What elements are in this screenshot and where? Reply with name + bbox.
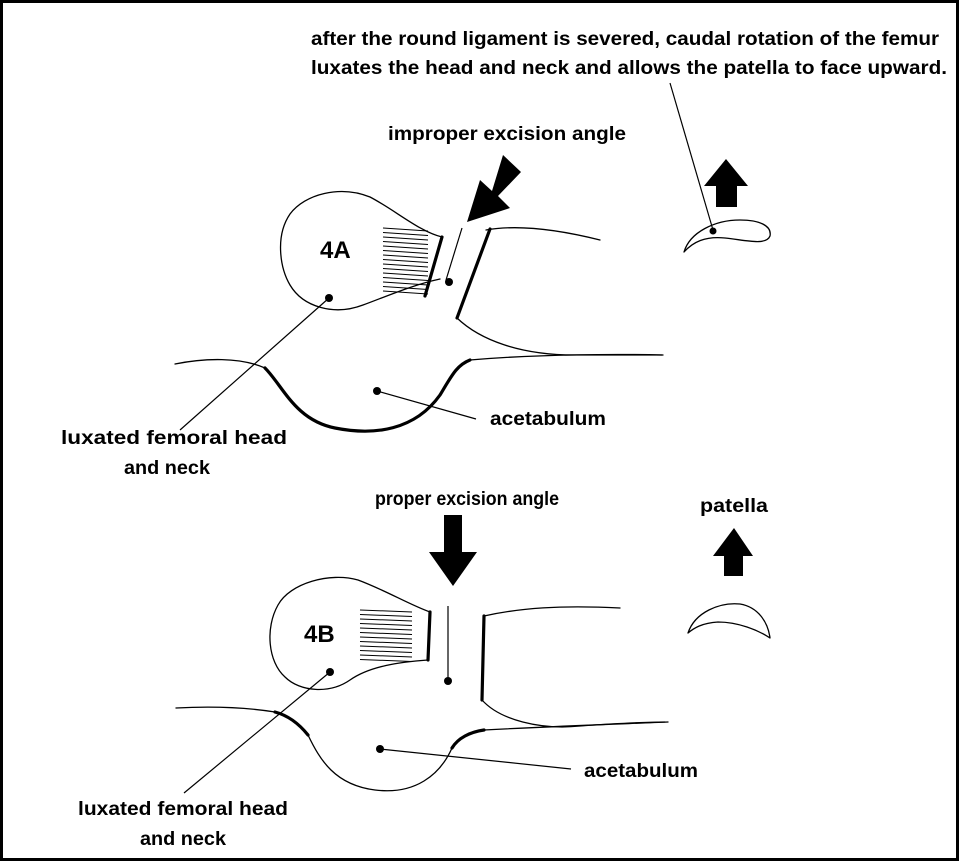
top-note-line-2: luxates the head and neck and allows the… bbox=[311, 58, 947, 79]
panel-4a: improper excision angle 4A acetabulum lu… bbox=[61, 124, 770, 479]
hatch-stroke bbox=[360, 637, 412, 639]
panel-4b-patella-label: patella bbox=[700, 496, 768, 517]
panel-4b-femoral-label-line-2: and neck bbox=[140, 829, 226, 850]
panel-4a-id-label: 4A bbox=[320, 237, 351, 264]
hatch-stroke bbox=[360, 610, 412, 612]
panel-4b-femur-shaft-outline bbox=[484, 607, 620, 616]
panel-4b-patella-up-arrow bbox=[713, 528, 753, 576]
panel-4a-femoral-head-outline bbox=[281, 192, 442, 310]
panel-4a-femoral-label-line-2: and neck bbox=[124, 458, 210, 479]
hatch-stroke bbox=[383, 242, 428, 245]
hatch-stroke bbox=[360, 655, 412, 657]
hatch-stroke bbox=[383, 273, 428, 276]
panel-4b-pelvis-right-outline bbox=[484, 722, 668, 730]
hatch-stroke bbox=[360, 660, 412, 662]
hatch-stroke bbox=[383, 233, 428, 236]
hatch-stroke bbox=[360, 628, 412, 630]
panel-4b-femoral-head-outline bbox=[270, 577, 430, 689]
hatch-stroke bbox=[360, 651, 412, 653]
panel-4a-patella-outline bbox=[684, 220, 770, 252]
hatch-stroke bbox=[360, 633, 412, 635]
panel-4b-pelvis-outline bbox=[176, 707, 275, 712]
panel-4a-neck-hatching bbox=[383, 228, 428, 294]
hatch-stroke bbox=[360, 619, 412, 621]
panel-4b-acetabulum-leader bbox=[380, 749, 571, 769]
panel-4b: proper excision angle patella 4B acetabu… bbox=[78, 489, 770, 850]
hatch-stroke bbox=[383, 264, 428, 267]
hatch-stroke bbox=[360, 615, 412, 617]
panel-4a-femoral-leader bbox=[180, 298, 329, 430]
panel-4b-neck-cut-edge bbox=[428, 612, 430, 660]
hatch-stroke bbox=[360, 624, 412, 626]
top-note-line-1: after the round ligament is severed, cau… bbox=[311, 29, 940, 50]
panel-4a-acetabulum-leader bbox=[377, 391, 476, 419]
panel-4b-excision-label: proper excision angle bbox=[375, 489, 559, 510]
panel-4a-patella-up-arrow bbox=[704, 159, 748, 207]
panel-4b-femoral-label-line-1: luxated femoral head bbox=[78, 799, 288, 820]
hatch-stroke bbox=[360, 642, 412, 644]
panel-4a-excision-arrow bbox=[467, 155, 521, 222]
hatch-stroke bbox=[383, 278, 428, 281]
panel-4b-femoral-leader bbox=[184, 672, 330, 793]
panel-4a-femur-shaft-outline bbox=[486, 228, 600, 240]
hatch-stroke bbox=[383, 246, 428, 249]
panel-4b-excision-arrow bbox=[429, 515, 477, 586]
hatch-stroke bbox=[383, 269, 428, 272]
panel-4a-cut-line bbox=[446, 228, 462, 280]
hatch-stroke bbox=[360, 646, 412, 648]
panel-4a-femur-shaft-lower-outline bbox=[457, 318, 662, 355]
top-note-leader-line bbox=[670, 83, 713, 230]
panel-4b-patella-outline bbox=[688, 604, 770, 638]
panel-4b-shaft-cut-edge bbox=[482, 616, 484, 700]
panel-4a-acetabulum-rim bbox=[265, 360, 470, 431]
panel-4b-acetabulum-cup bbox=[308, 735, 452, 791]
hatch-stroke bbox=[383, 251, 428, 254]
panel-4a-excision-label: improper excision angle bbox=[388, 124, 626, 145]
panel-4a-femoral-label-line-1: luxated femoral head bbox=[61, 428, 287, 449]
panel-4b-acetabulum-label: acetabulum bbox=[584, 761, 698, 782]
hatch-stroke bbox=[383, 260, 428, 263]
panel-4b-id-label: 4B bbox=[304, 621, 335, 648]
panel-4b-cut-dot bbox=[444, 677, 452, 685]
panel-4a-patella-dot bbox=[710, 228, 717, 235]
panel-4a-cut-dot bbox=[445, 278, 453, 286]
hatch-stroke bbox=[383, 291, 428, 294]
panel-4a-acetabulum-label: acetabulum bbox=[490, 409, 606, 430]
hatch-stroke bbox=[383, 237, 428, 240]
panel-4a-shaft-cut-edge bbox=[457, 229, 490, 318]
panel-4b-acetabulum-lower-rim bbox=[452, 730, 484, 748]
panel-4b-neck-hatching bbox=[360, 610, 412, 662]
hatch-stroke bbox=[383, 255, 428, 258]
panel-4b-acetabulum-upper-rim bbox=[275, 712, 308, 735]
